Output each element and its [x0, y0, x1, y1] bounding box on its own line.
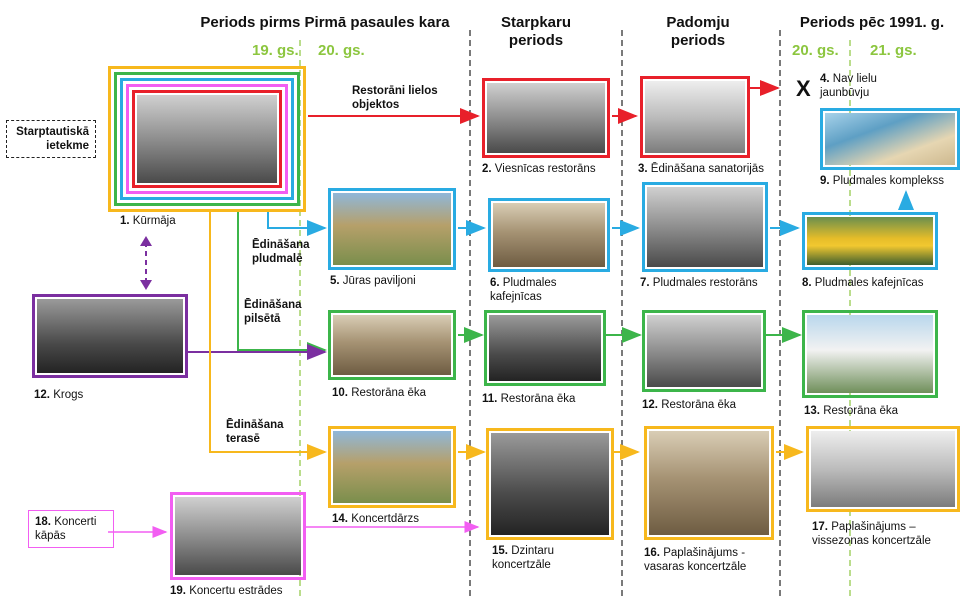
box-18: 18. Koncerti kāpās — [28, 510, 114, 548]
photo-12-krogs — [32, 294, 188, 378]
photo-6 — [488, 198, 610, 272]
caption-19: 19. Koncertu estrādes — [170, 585, 283, 597]
photo-14 — [328, 426, 456, 508]
photo-1-kurmaja — [108, 66, 306, 212]
caption-12-krogs: 12. Krogs — [34, 389, 84, 401]
photo-15 — [486, 428, 614, 540]
photo-8 — [802, 212, 938, 270]
international-influence-label: Starptautiskā ietekme — [16, 126, 89, 152]
century-20-pre: 20. gs. — [318, 42, 365, 59]
century-19: 19. gs. — [252, 42, 299, 59]
caption-13: 13. Restorāna ēka — [804, 405, 898, 417]
label-restaurants: Restorāni lielos objektos — [352, 85, 438, 111]
caption-10: 10. Restorāna ēka — [332, 387, 426, 399]
caption-8: 8. Pludmales kafejnīcas — [802, 277, 924, 289]
label-city: Ēdināšana pilsētā — [244, 299, 302, 325]
photo-12-restaurant — [642, 310, 766, 392]
caption-12-restaurant: 12. Restorāna ēka — [642, 399, 736, 411]
caption-1: 1. Kūrmāja — [120, 215, 176, 227]
arrow-purple-down-head — [140, 280, 152, 290]
photo-2 — [482, 78, 610, 158]
photo-3 — [640, 76, 750, 158]
caption-4: 4. Nav lielu jaunbūvju — [820, 73, 877, 99]
photo-19 — [170, 492, 306, 580]
photo-10 — [328, 310, 456, 380]
label-beach: Ēdināšana pludmalē — [252, 239, 310, 265]
arrow-yellow-1 — [209, 212, 327, 460]
label-terrace: Ēdināšana terasē — [226, 419, 284, 445]
photo-5 — [328, 188, 456, 270]
header-post-1991: Periods pēc 1991. g. — [799, 14, 945, 31]
caption-7: 7. Pludmales restorāns — [640, 277, 758, 289]
arrow-blue-1 — [267, 212, 327, 236]
caption-5: 5. Jūras paviljoni — [330, 275, 416, 287]
photo-7 — [642, 182, 768, 272]
caption-11: 11. Restorāna ēka — [482, 393, 576, 405]
photo-9 — [820, 108, 960, 170]
caption-14: 14. Koncertdārzs — [332, 513, 419, 525]
caption-9: 9. Pludmales komplekss — [820, 175, 945, 187]
photo-16 — [644, 426, 774, 540]
header-soviet: Padomju periods — [666, 14, 730, 49]
header-interwar: Starpkaru periods — [500, 14, 572, 49]
century-21: 21. gs. — [870, 42, 917, 59]
century-20-post: 20. gs. — [792, 42, 839, 59]
caption-6: 6. Pludmales kafejnīcas — [490, 277, 557, 303]
caption-2: 2. Viesnīcas restorāns — [482, 163, 596, 175]
header-pre-war: Periods pirms Pirmā pasaules kara — [200, 14, 450, 31]
international-influence-box: Starptautiskā ietekme — [6, 120, 96, 158]
photo-11 — [484, 310, 606, 386]
caption-3: 3. Ēdināšana sanatorijās — [638, 163, 764, 175]
arrow-green-1 — [237, 212, 327, 358]
photo-17 — [806, 426, 960, 512]
arrow-purple-up-head — [140, 236, 152, 246]
caption-15: 15. Dzintaru koncertzāle — [492, 545, 555, 571]
caption-16: 16. Paplašinājums - vasaras koncertzāle — [644, 547, 747, 573]
caption-17: 17. Paplašinājums – vissezonas koncertzā… — [812, 521, 931, 547]
no-new-construction-mark: X — [796, 76, 811, 101]
photo-13 — [802, 310, 938, 398]
